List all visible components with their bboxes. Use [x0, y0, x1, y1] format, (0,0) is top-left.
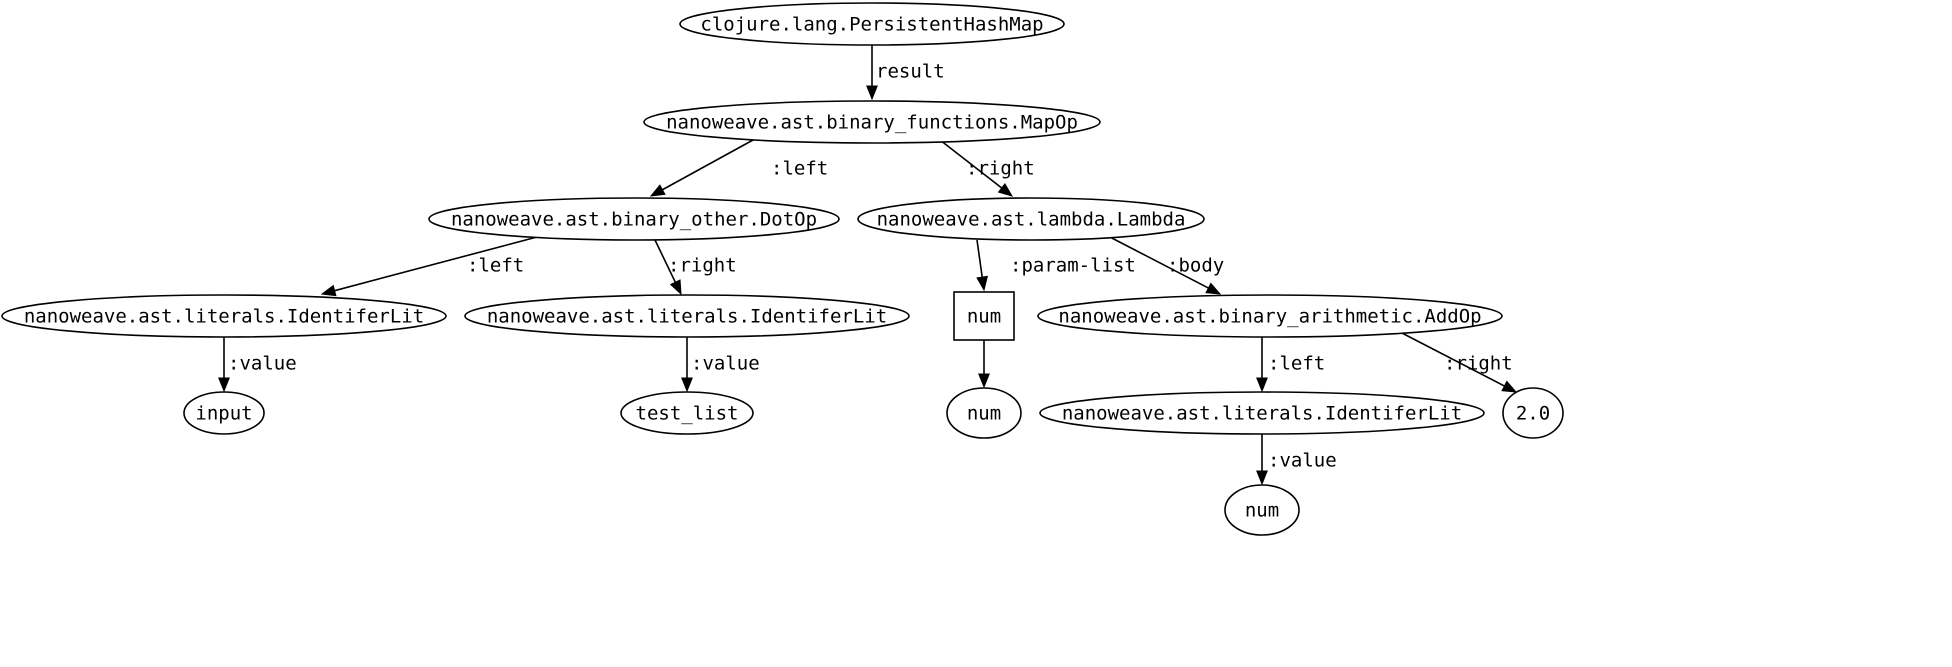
edge-arrowhead-icon — [1205, 282, 1222, 295]
edge-arrowhead-icon — [1256, 377, 1268, 393]
graph-edge — [1256, 434, 1268, 486]
edge-label: :left — [771, 158, 828, 180]
edge-arrowhead-icon — [681, 377, 693, 393]
node-ellipse-shape — [1039, 391, 1485, 435]
node-ellipse-shape — [679, 2, 1065, 46]
graph-edge — [649, 139, 754, 197]
node-ellipse-shape — [464, 294, 910, 338]
graph-edge — [218, 337, 230, 393]
edge-label: :value — [228, 353, 297, 375]
edge-label: :value — [691, 353, 760, 375]
graph-edge — [681, 337, 693, 393]
graph-node[interactable]: num — [1224, 484, 1300, 536]
edge-arrowhead-icon — [649, 184, 666, 197]
edge-arrowhead-icon — [976, 275, 989, 292]
graph-node[interactable]: num — [946, 387, 1022, 439]
graph-node[interactable]: nanoweave.ast.binary_other.DotOp — [428, 197, 840, 241]
graph-edge — [1105, 234, 1222, 295]
node-ellipse-shape — [1502, 387, 1564, 439]
node-label: nanoweave.ast.literals.IdentiferLit — [487, 306, 887, 328]
node-label: 2.0 — [1516, 403, 1550, 425]
node-label: clojure.lang.PersistentHashMap — [700, 14, 1043, 36]
edge-label: :left — [467, 255, 524, 277]
node-ellipse-shape — [946, 387, 1022, 439]
edge-arrowhead-icon — [866, 85, 878, 101]
node-ellipse-shape — [183, 391, 265, 435]
edge-arrowhead-icon — [978, 373, 990, 389]
edge-arrowhead-icon — [669, 279, 682, 296]
graph-node[interactable]: clojure.lang.PersistentHashMap — [679, 2, 1065, 46]
node-ellipse-shape — [1, 294, 447, 338]
node-ellipse-shape — [428, 197, 840, 241]
node-label: nanoweave.ast.lambda.Lambda — [877, 209, 1186, 231]
edge-labels-layer: result :left :right :left :right :param-list:… — [228, 61, 1513, 472]
graph-edge — [939, 139, 1014, 197]
graph-edge — [1399, 331, 1518, 393]
edge-label: :right — [1444, 353, 1513, 375]
graph-node[interactable]: nanoweave.ast.binary_functions.MapOp — [643, 100, 1101, 144]
graph-node[interactable]: nanoweave.ast.literals.IdentiferLit — [464, 294, 910, 338]
graph-node[interactable]: nanoweave.ast.lambda.Lambda — [857, 197, 1205, 241]
graph-edge — [320, 236, 538, 297]
node-ellipse-shape — [1037, 294, 1503, 338]
edge-label: :value — [1268, 450, 1337, 472]
graph-node[interactable]: test_list — [620, 391, 754, 435]
edge-label: :param-list — [1010, 255, 1136, 277]
graph-edge — [976, 239, 989, 292]
node-label: test_list — [636, 403, 739, 425]
edge-line — [1105, 234, 1209, 289]
edge-line — [1399, 331, 1505, 387]
edge-line — [654, 239, 677, 283]
node-ellipse-shape — [643, 100, 1101, 144]
edge-arrowhead-icon — [1256, 470, 1268, 486]
graph-node[interactable]: 2.0 — [1502, 387, 1564, 439]
edge-label: :left — [1268, 353, 1325, 375]
edge-line — [662, 139, 754, 191]
edge-arrowhead-icon — [1501, 380, 1518, 393]
node-ellipse-shape — [1224, 484, 1300, 536]
graph-edge — [654, 239, 682, 296]
node-label: input — [195, 403, 252, 425]
edge-label: result — [876, 61, 945, 83]
edge-line — [334, 236, 538, 292]
node-label: num — [967, 403, 1001, 425]
graph-node[interactable]: nanoweave.ast.literals.IdentiferLit — [1, 294, 447, 338]
edge-label: :right — [966, 158, 1035, 180]
node-label: nanoweave.ast.binary_functions.MapOp — [666, 112, 1078, 134]
graph-edge — [1256, 337, 1268, 393]
edge-line — [939, 139, 1003, 189]
edge-label: :right — [668, 255, 737, 277]
edges-layer — [218, 45, 1518, 486]
graph-edge — [978, 340, 990, 389]
node-ellipse-shape — [620, 391, 754, 435]
edge-line — [976, 239, 983, 278]
node-label: nanoweave.ast.literals.IdentiferLit — [1062, 403, 1462, 425]
graph-edge — [866, 45, 878, 101]
graph-node[interactable]: input — [183, 391, 265, 435]
graph-node[interactable]: nanoweave.ast.literals.IdentiferLit — [1039, 391, 1485, 435]
node-rect-shape — [953, 291, 1015, 341]
nodes-layer: clojure.lang.PersistentHashMap nanoweave.… — [1, 2, 1564, 536]
node-label: num — [967, 306, 1001, 328]
edge-arrowhead-icon — [218, 377, 230, 393]
node-label: nanoweave.ast.binary_arithmetic.AddOp — [1058, 306, 1481, 328]
edge-label: :body — [1167, 255, 1224, 277]
edge-arrowhead-icon — [320, 284, 337, 297]
node-ellipse-shape — [857, 197, 1205, 241]
node-label: nanoweave.ast.binary_other.DotOp — [451, 209, 817, 231]
node-label: num — [1245, 500, 1279, 522]
node-label: nanoweave.ast.literals.IdentiferLit — [24, 306, 424, 328]
edge-arrowhead-icon — [997, 183, 1014, 197]
graph-node[interactable]: nanoweave.ast.binary_arithmetic.AddOp — [1037, 294, 1503, 338]
graph-node[interactable]: num — [953, 291, 1015, 341]
